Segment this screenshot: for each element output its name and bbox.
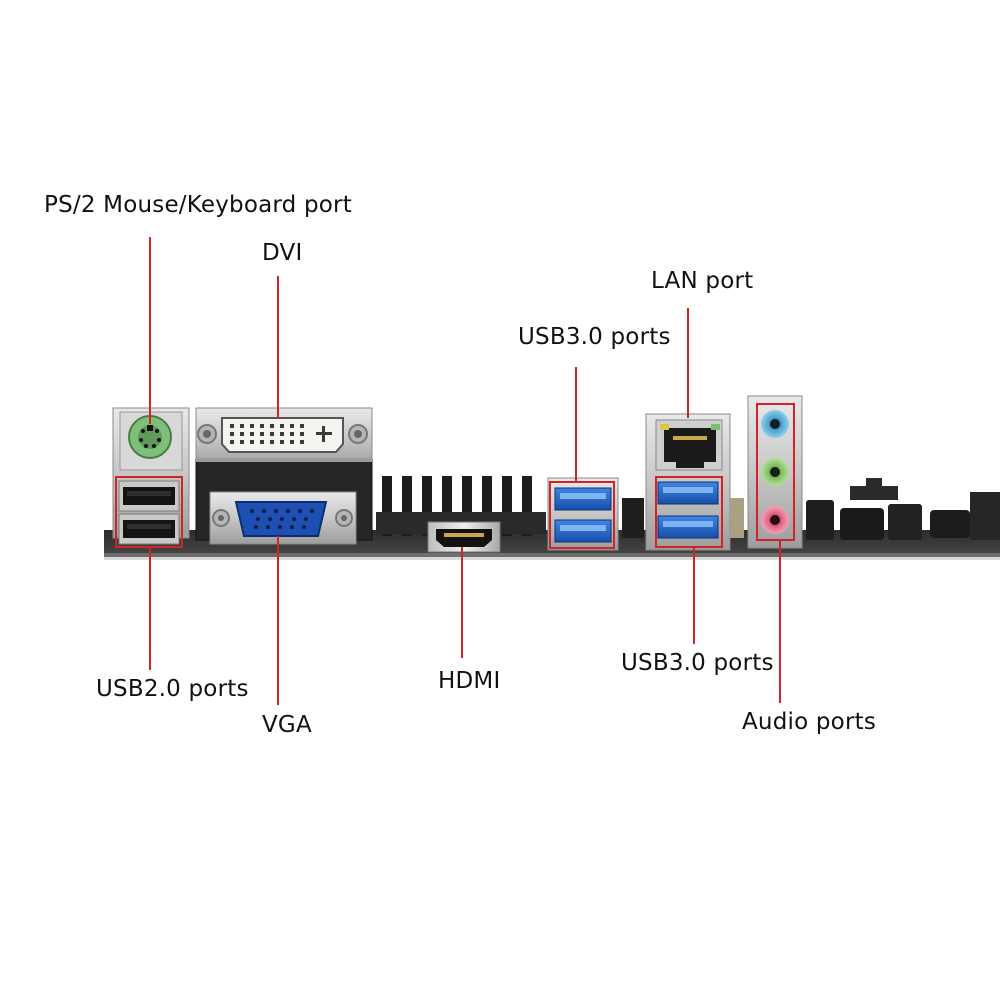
- audio-stack: [747, 395, 803, 549]
- label-usb2-ports: USB2.0 ports: [96, 676, 249, 702]
- label-audio-ports: Audio ports: [742, 709, 877, 735]
- audio-highlight-box: [756, 403, 795, 541]
- hdmi-port: [427, 521, 501, 553]
- label-dvi: DVI: [262, 240, 303, 266]
- hdmi-port-icon: [436, 529, 492, 547]
- label-ps2-port: PS/2 Mouse/Keyboard port: [44, 192, 352, 218]
- dvi-vga-stack: [195, 407, 373, 545]
- label-usb3-top: USB3.0 ports: [518, 324, 671, 350]
- lan-port-icon: [664, 428, 716, 468]
- callout-lines: [149, 237, 781, 705]
- usb3-bottom-highlight-box: [655, 476, 723, 548]
- usb3-top-highlight-box: [549, 481, 615, 549]
- usb3-stack-middle: [547, 477, 619, 551]
- label-hdmi: HDMI: [438, 668, 501, 694]
- lan-usb3-stack: [645, 413, 731, 551]
- label-vga: VGA: [262, 712, 312, 738]
- label-lan-port: LAN port: [651, 268, 754, 294]
- label-usb3-bottom: USB3.0 ports: [621, 650, 774, 676]
- board-components: [806, 478, 1000, 540]
- ps2-usb2-stack: [112, 407, 190, 548]
